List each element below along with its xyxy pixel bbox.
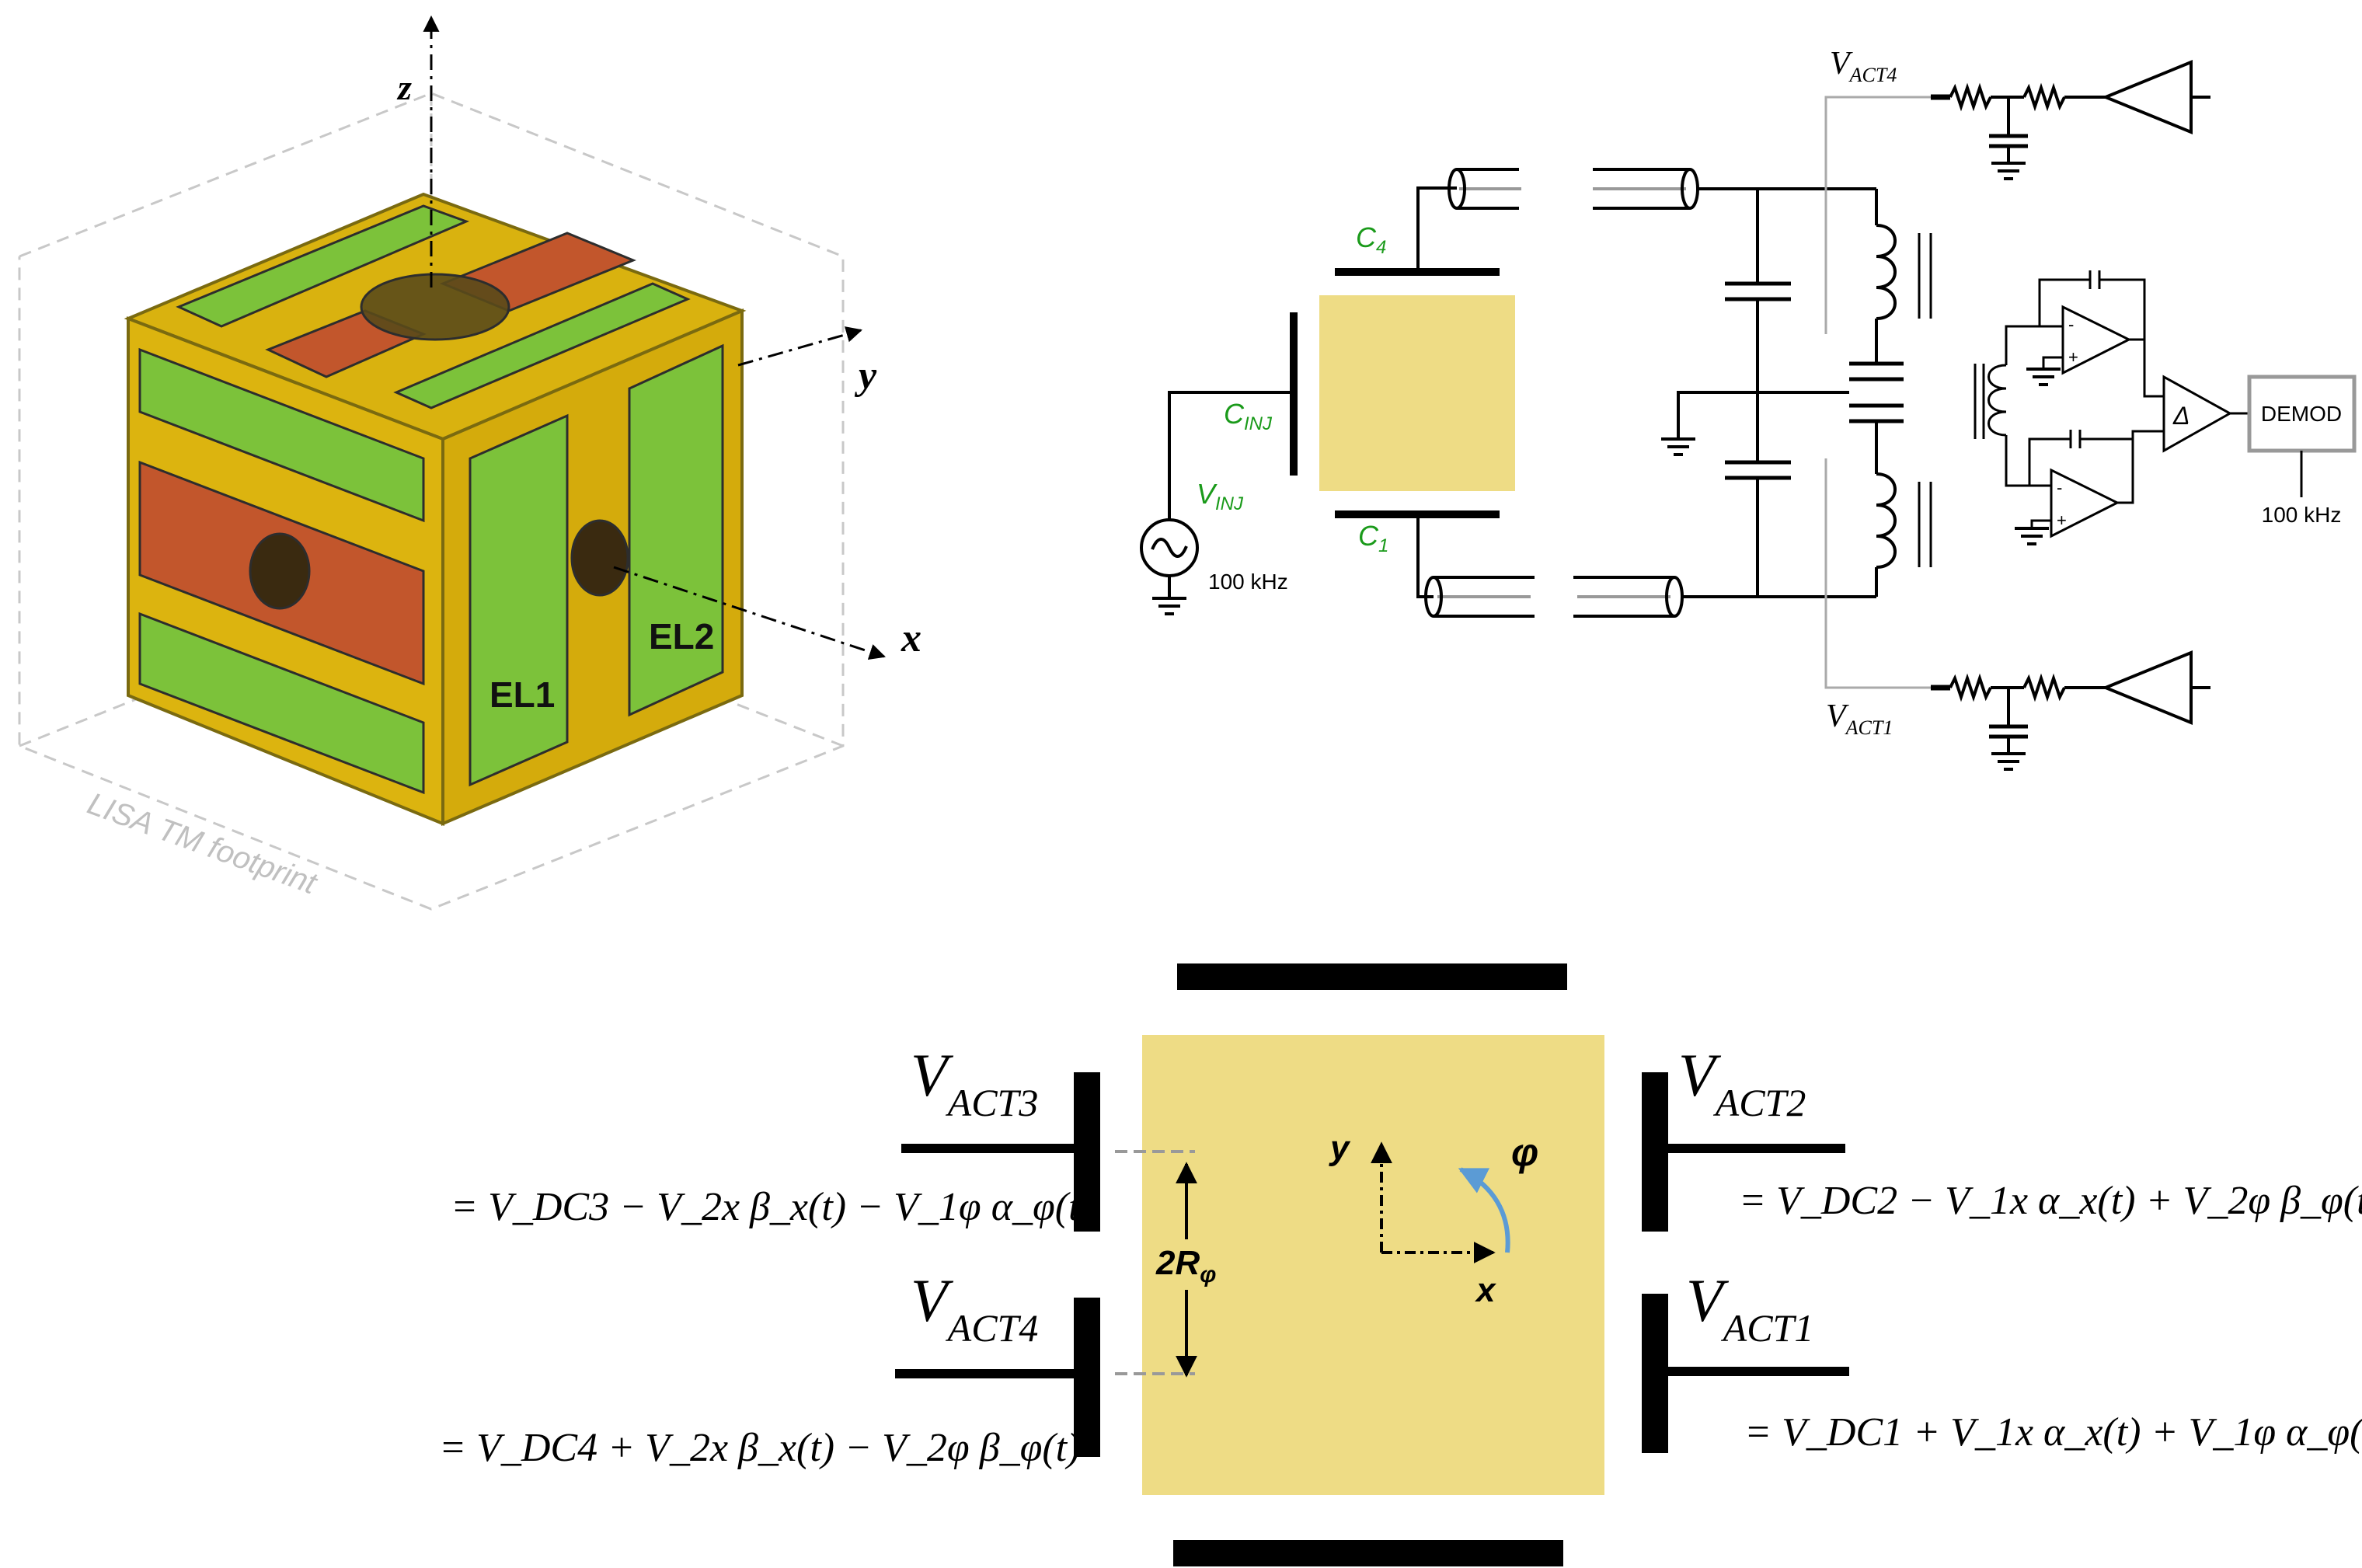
act1-ground-icon — [1990, 752, 2027, 771]
opamp-lower-minus: - — [2057, 478, 2062, 497]
demod-box — [2247, 375, 2357, 453]
top-plate — [1177, 963, 1567, 990]
bridge-network — [1677, 189, 1932, 597]
vact2-equation: = V_DC2 − V_1x α_x(t) + V_2φ β_φ(t) — [1739, 1179, 2362, 1223]
side-electrodes — [469, 343, 724, 787]
cube-axes — [423, 15, 886, 660]
actuation-feeds — [1824, 96, 1931, 689]
el1-label: EL1 — [489, 674, 555, 715]
radius-label: 2Rφ — [1155, 1244, 1216, 1288]
c1-label: C1 — [1358, 520, 1388, 556]
vact4-equation: = V_DC4 + V_2x β_x(t) − V_2φ β_φ(t) — [439, 1426, 1080, 1470]
act2-electrode — [1642, 1072, 1668, 1232]
phi-label: φ — [1511, 1131, 1538, 1174]
c4-label: C4 — [1356, 221, 1386, 258]
act4-electrode — [1074, 1298, 1100, 1457]
preamp-section — [1974, 270, 2357, 538]
vact4-circuit-label: VACT4 — [1830, 46, 1897, 86]
test-mass-cube: z y x EL1 EL2 LISA TM footprint — [18, 15, 921, 911]
electrode-layout: 2Rφ y x φ VACT3 = V_DC3 − V_2x β_x(t) − … — [439, 963, 2362, 1566]
el2-electrode — [628, 343, 724, 717]
layout-axis-y-label: y — [1329, 1129, 1351, 1167]
front-hole — [249, 532, 311, 610]
coax-cables — [1416, 168, 1876, 618]
top-electrodes — [176, 204, 691, 409]
cube-axis-y-label: y — [854, 354, 877, 398]
readout-circuit: 100 kHz C4 C1 CINJ VINJ — [1140, 46, 2357, 771]
vinj-label: VINJ — [1197, 478, 1244, 514]
opamp-upper-minus: - — [2068, 315, 2074, 334]
vact1-equation: = V_DC1 + V_1x α_x(t) + V_1φ α_φ(t) — [1744, 1410, 2362, 1455]
act1-electrode — [1642, 1294, 1668, 1453]
demod-label: DEMOD — [2261, 402, 2342, 426]
layout-axis-x-label: x — [1475, 1271, 1496, 1309]
source-ground-icon — [1151, 597, 1188, 615]
front-electrodes — [138, 347, 425, 795]
el2-label: EL2 — [649, 616, 714, 657]
act3-electrode — [1074, 1072, 1100, 1232]
cinj-label: CINJ — [1224, 398, 1273, 434]
vact4-label: VACT4 — [911, 1267, 1038, 1350]
layout-test-mass — [1142, 1035, 1604, 1495]
cube-axis-z-label: z — [396, 68, 412, 107]
side-hole — [570, 519, 629, 597]
footprint-label: LISA TM footprint — [83, 786, 322, 901]
act4-ground-icon — [1990, 162, 2027, 180]
bridge-ground-icon — [1660, 437, 1697, 456]
act1-branch — [1931, 650, 2210, 754]
circuit-test-mass — [1319, 295, 1515, 491]
vact3-label: VACT3 — [911, 1041, 1038, 1124]
vact1-label: VACT1 — [1686, 1267, 1813, 1350]
opamp-upper-ground-icon — [2025, 368, 2062, 386]
bottom-plate — [1173, 1540, 1563, 1566]
opamp-lower-plus: + — [2057, 510, 2067, 530]
vact1-circuit-label: VACT1 — [1826, 699, 1893, 739]
cube-axis-x-label: x — [901, 616, 921, 660]
top-hole — [360, 273, 510, 341]
act4-branch — [1931, 60, 2210, 163]
vact3-equation: = V_DC3 − V_2x β_x(t) − V_1φ α_φ(t) — [451, 1185, 1093, 1229]
vact2-label: VACT2 — [1678, 1041, 1806, 1124]
opamp-upper-plus: + — [2068, 347, 2078, 367]
freq-source-label: 100 kHz — [1208, 570, 1288, 594]
freq-demod-label: 100 kHz — [2262, 503, 2342, 527]
el1-electrode — [469, 413, 569, 787]
delta-label: Δ — [2172, 402, 2190, 430]
opamp-lower-ground-icon — [2013, 527, 2050, 545]
